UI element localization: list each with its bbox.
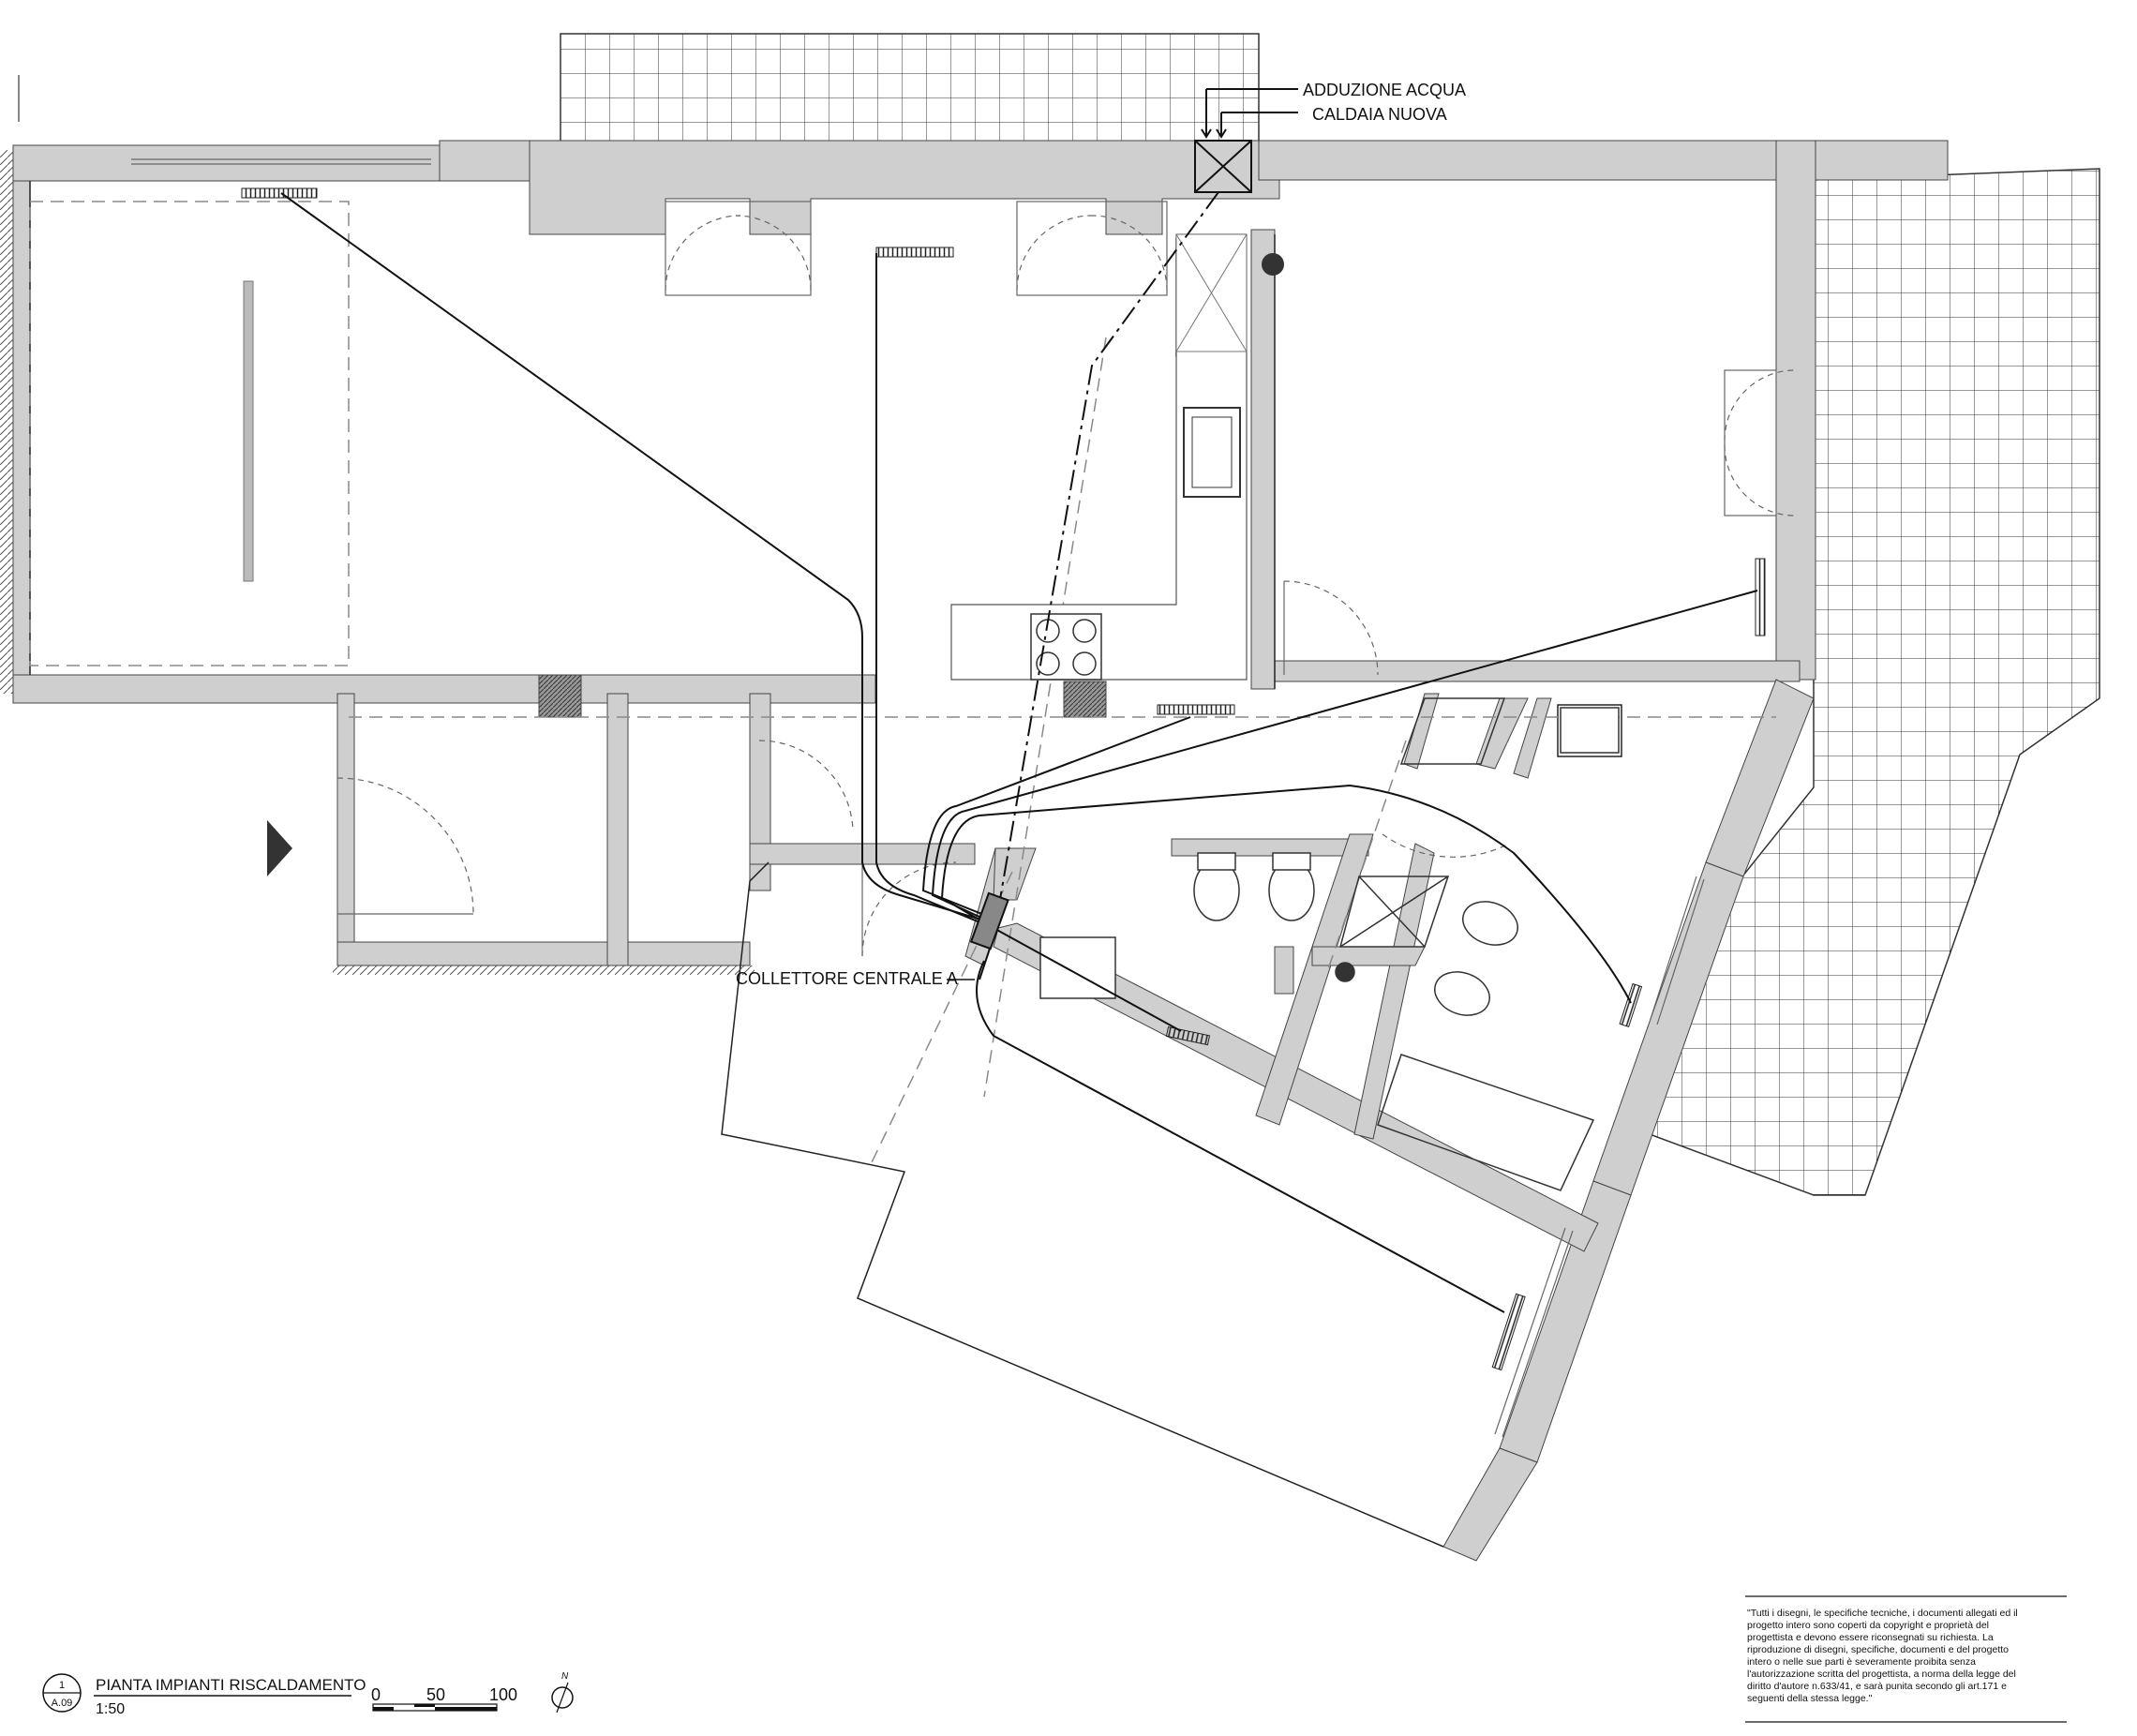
- copyright-line-4: riproduzione di disegni, specifiche, doc…: [1747, 1644, 2009, 1655]
- scale-tick-0: 0: [371, 1685, 381, 1704]
- copyright-line-7: diritto d'autore n.633/41, e sarà punita…: [1747, 1681, 2007, 1692]
- copyright-line-8: seguenti della stessa legge.": [1747, 1693, 1873, 1704]
- sheet-number: A.09: [52, 1698, 73, 1709]
- copyright-block: "Tutti i disegni, le specifiche tecniche…: [1745, 1595, 2067, 1723]
- water-supply-line: [993, 191, 1219, 938]
- sink-icon: [1183, 407, 1241, 498]
- title-block: 1 A.09 PIANTA IMPIANTI RISCALDAMENTO 1:5…: [42, 1673, 366, 1717]
- boiler-icon: [1194, 88, 1298, 193]
- copyright-line-6: l'autorizzazione scritta del progettista…: [1747, 1669, 2016, 1680]
- sink-bath-icon: [1039, 936, 1116, 999]
- heating-pipes: [280, 192, 1758, 1313]
- wc-icon-2: [1462, 901, 1518, 946]
- north-arrow-icon: N: [551, 1671, 574, 1714]
- terrace-east: [1649, 168, 2100, 1196]
- copyright-line-5: intero o nelle sue parti è severamente p…: [1747, 1656, 1976, 1668]
- bathroom-fixtures: [1039, 697, 1620, 1191]
- scale-tick-50: 50: [426, 1685, 445, 1704]
- copyright-line-3: progettista e devono essere riconsegnati…: [1747, 1632, 1994, 1643]
- drawing-title: PIANTA IMPIANTI RISCALDAMENTO: [96, 1676, 366, 1694]
- drawing-scale: 1:50: [96, 1701, 125, 1717]
- radiator-icon: [241, 187, 318, 199]
- label-adduzione-acqua: ADDUZIONE ACQUA: [1303, 81, 1466, 99]
- manifold-icon: [969, 891, 1009, 950]
- label-collettore: COLLETTORE CENTRALE A: [736, 969, 958, 988]
- bidet-icon-2: [1434, 971, 1490, 1016]
- radiators: [241, 187, 1766, 1371]
- flue-icon: [1262, 253, 1284, 276]
- copyright-line-2: progetto intero sono coperti da copyrigh…: [1747, 1620, 1989, 1631]
- label-caldaia-nuova: CALDAIA NUOVA: [1312, 105, 1447, 124]
- walls: [12, 140, 1949, 1562]
- entrance-arrow-icon: [267, 820, 292, 876]
- terrace-north: [560, 33, 1260, 145]
- bathtub-icon: [1377, 1054, 1595, 1191]
- doors-windows: [131, 158, 1796, 1438]
- view-number: 1: [59, 1680, 65, 1691]
- copyright-line-1: "Tutti i disegni, le specifiche tecniche…: [1747, 1608, 2018, 1619]
- scale-bar: 0 50 100: [371, 1685, 517, 1712]
- north-label: N: [561, 1671, 569, 1682]
- scale-tick-100: 100: [489, 1685, 517, 1704]
